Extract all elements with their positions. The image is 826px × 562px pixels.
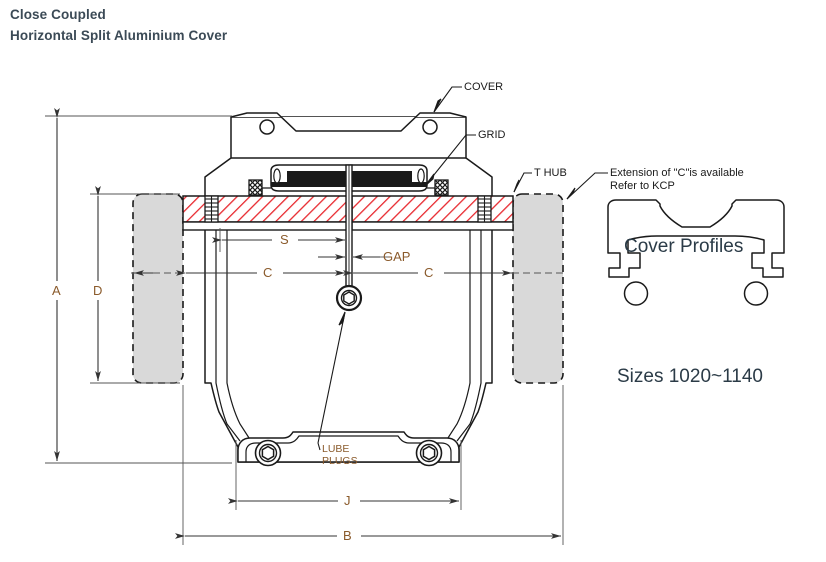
page-title: Close Coupled Horizontal Split Aluminium… — [10, 5, 227, 47]
cover-profile-shape — [607, 199, 785, 278]
dimension-b — [175, 385, 564, 545]
fastener-left — [204, 195, 219, 223]
bolt-boss-right — [415, 439, 443, 467]
seal-left — [248, 179, 263, 196]
hub-extension-left — [132, 193, 184, 384]
seal-right — [434, 179, 449, 196]
leader-extension — [566, 172, 608, 200]
title-line-1: Close Coupled — [10, 7, 106, 22]
cover-inner-walls — [215, 230, 482, 442]
dimension-a — [45, 108, 232, 464]
leader-thub — [513, 172, 532, 193]
title-line-2: Horizontal Split Aluminium Cover — [10, 27, 228, 43]
fastener-right — [477, 195, 492, 223]
lube-plug-center — [335, 284, 363, 312]
bolt-boss-left — [254, 439, 282, 467]
dimension-j — [228, 440, 462, 510]
leader-lube-plugs — [317, 311, 346, 451]
center-split-gap — [345, 164, 353, 296]
leader-cover — [433, 86, 462, 113]
hub-extension-right — [512, 193, 564, 384]
bottom-flange — [237, 431, 460, 463]
dimension-s — [212, 228, 345, 252]
dimension-d — [90, 186, 180, 384]
leader-grid — [424, 134, 476, 187]
